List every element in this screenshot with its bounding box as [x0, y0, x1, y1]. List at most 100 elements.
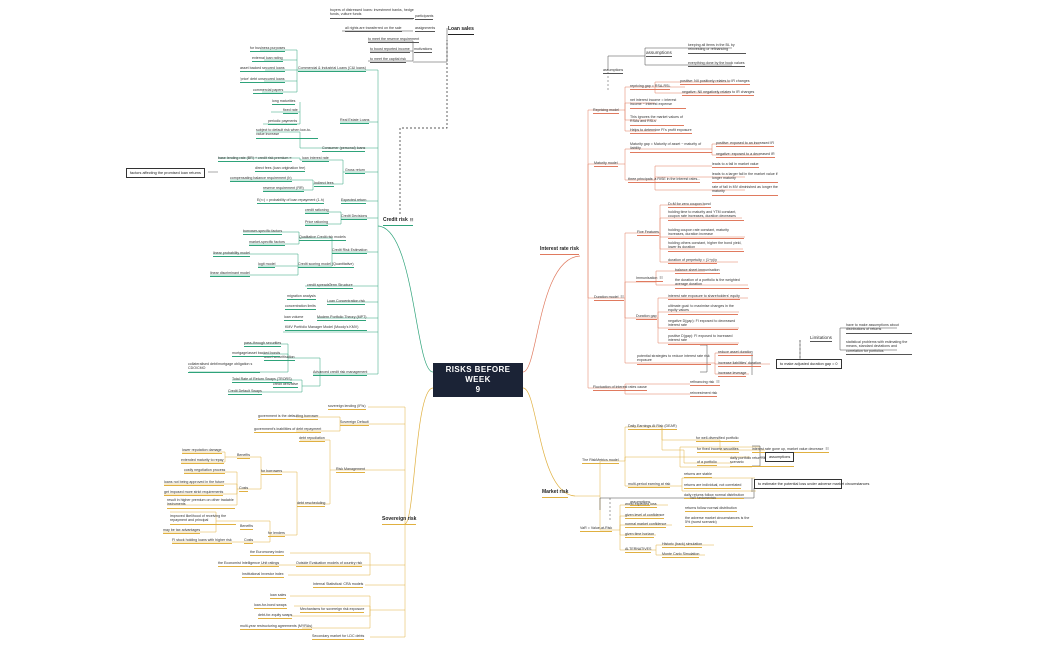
helps-node[interactable]: Helps to determine FI's profit exposure [630, 128, 692, 135]
alternative-item[interactable]: Historic (back) simulation [662, 542, 703, 549]
assignments-node[interactable]: assignments [415, 26, 436, 33]
var-item[interactable]: given time horizon [625, 532, 655, 539]
credit-deriv-node[interactable]: credit derivative [273, 382, 299, 389]
portfolio-node[interactable]: of a portfolio [697, 460, 717, 467]
mortgage-backed-node[interactable]: mortgage/asset backed bonds [232, 351, 281, 358]
borrower-cost-item[interactable]: costly negotiation process [184, 468, 226, 475]
strategy-item[interactable]: reduce asset duration [718, 350, 753, 357]
principal-item[interactable]: leads to a fall in market value [712, 162, 759, 169]
iii-node[interactable]: Institutional Investor index [242, 572, 284, 579]
qualitative-node[interactable]: Qualitative Credit risk models [299, 235, 346, 242]
secondary-market-node[interactable]: Secondary market for LDC debts [312, 634, 365, 641]
feature-item[interactable]: holding coupon rate constant, maturity i… [668, 228, 744, 239]
assumption-item[interactable]: everything done by the book values [688, 61, 745, 68]
multi-period-node[interactable]: multi-period earning at risk [628, 482, 671, 489]
motivation-item[interactable]: to meet the capital risk [370, 57, 406, 64]
gov-inability-node[interactable]: government's inabilities of debt repayme… [254, 427, 322, 434]
alternative-item[interactable]: Monte Carlo Simulation [662, 552, 700, 559]
ci-item[interactable]: 'price' debt unsecured loans [240, 77, 285, 84]
borrower-costs-node[interactable]: Costs [239, 486, 249, 493]
feature-item[interactable]: duration of perpetuity = (1+y)/y [668, 258, 717, 265]
branch-loan-sales[interactable]: Loan sales [448, 26, 474, 35]
lender-benefit-item[interactable]: improved likelihood of receiving the rep… [170, 514, 236, 525]
mp-item[interactable]: daily returns follow normal distribution [684, 493, 745, 500]
expected-formula-node[interactable]: E(r=) = probability of loan repayment (1… [257, 198, 324, 205]
duration-gap-node[interactable]: Duration gap [636, 314, 657, 321]
mpt-node[interactable]: Modern Portfolio Theory (MPT) [317, 315, 367, 322]
repricing-node[interactable]: Repricing model [593, 108, 619, 115]
for-borrowers-node[interactable]: for borrowers [261, 469, 283, 476]
migration-node[interactable]: migration analysis [287, 294, 316, 301]
logit-node[interactable]: logit model [258, 262, 276, 269]
dgap-item[interactable]: positive D(gap): FI exposed to increased… [668, 334, 738, 345]
var-node[interactable]: VaR = Value-at-Risk [580, 526, 613, 533]
reserve-req-node[interactable]: reserve requirement (RR) [263, 186, 304, 193]
debt-resched-node[interactable]: debt rescheduling [297, 501, 326, 508]
riskmetrics-node[interactable]: The RiskMetrics model [582, 458, 619, 465]
expected-return-node[interactable]: Expected return [341, 198, 367, 205]
kmv-node[interactable]: KMV Portfolio Manager Model (Moody's KMV… [285, 325, 367, 332]
assumptions-head[interactable]: assumptions [646, 50, 672, 58]
repricing-gap-negative[interactable]: negative: NII negatively relates to IR c… [682, 90, 755, 97]
outside-eval-node[interactable]: Outside Evaluation models of country ris… [296, 561, 363, 568]
participants-desc[interactable]: buyers of distressed loans: investment b… [330, 8, 414, 19]
adjusted-duration-box[interactable]: to make adjusted duration gap = 0 [776, 359, 842, 369]
risk-mgmt-node[interactable]: Risk Management [336, 467, 365, 474]
refinancing-node[interactable]: refinancing risk☷ [690, 379, 720, 387]
ci-item[interactable]: commercial papers [253, 88, 284, 95]
sovereign-lending-node[interactable]: sovereign lending (IFIs) [328, 404, 366, 411]
duration-node[interactable]: Duration model☷ [594, 294, 624, 302]
principal-item[interactable]: leads to a larger fall in the market val… [712, 172, 778, 183]
dgap-item[interactable]: interest rate exposure to shareholders' … [668, 294, 740, 301]
as-item[interactable]: the adverse market circumstances is the … [685, 516, 753, 527]
concentration-node[interactable]: concentration limits [285, 304, 316, 311]
principal-item[interactable]: rate of fall in MV diminished as longer … [712, 185, 778, 196]
var-item[interactable]: normal market confidence [625, 522, 667, 529]
three-principals-node[interactable]: three principals: a RISE in the interest… [628, 177, 701, 184]
ignores-node[interactable]: This ignores the market values of RSAs a… [630, 115, 684, 126]
mechanism-item[interactable]: loan-for-bond swaps [254, 603, 287, 610]
feature-item[interactable]: holding others constant, higher the bond… [668, 241, 744, 252]
price-rationing-node[interactable]: Price rationing [305, 220, 328, 227]
consumer-loans-node[interactable]: Consumer (personal) loans [322, 146, 366, 153]
credit-scoring-node[interactable]: Credit scoring model (Quantitative) [298, 262, 354, 269]
nii-node[interactable]: net interest income = interest income − … [630, 98, 686, 109]
motivation-item[interactable]: to meet the reserve requirement [368, 37, 420, 44]
euromoney-node[interactable]: the Euromoney index [250, 550, 284, 557]
cds-node[interactable]: Credit Default Swaps [228, 389, 262, 396]
mat-positive-node[interactable]: positive: exposed to an increased IR [716, 141, 774, 148]
borrower-cost-item[interactable]: loans not being approved in the future [164, 480, 225, 487]
strategy-item[interactable]: increase leverage [718, 371, 747, 378]
dgap-item[interactable]: ultimate goal: to maximise changes in th… [668, 304, 738, 315]
limitation-item[interactable]: statistical problems with estimating the… [846, 340, 912, 355]
comp-balance-node[interactable]: compensating balance requirement (b) [230, 176, 292, 183]
var-item[interactable]: given level of confidence [625, 513, 665, 520]
borrower-factors-node[interactable]: borrower-specific factors [243, 229, 283, 236]
loan-volume-node[interactable]: loan volume [284, 315, 304, 322]
re-loans-node[interactable]: Real Estate Loans [340, 118, 370, 125]
lender-benefits-node[interactable]: Benefits [240, 524, 253, 531]
immunisation-item[interactable]: the duration of a portfolio is the weigh… [675, 278, 749, 289]
alternatives-node[interactable]: ALTERNATIVES [625, 547, 652, 554]
dear-node[interactable]: Daily Earnings At Risk (DEAR) [628, 424, 677, 431]
base-lending-node[interactable]: base lending rate (BR) + credit risk pre… [218, 156, 292, 163]
borrower-benefits-node[interactable]: Benefits [237, 453, 250, 460]
pass-through-node[interactable]: pass-through securities [244, 341, 282, 348]
gov-default-node[interactable]: government is the defaulting borrower [258, 414, 319, 421]
cre-node[interactable]: Credit Risk Estimation [332, 248, 368, 255]
well-diversified-node[interactable]: for well-diversified portfolio [696, 436, 739, 443]
motivations-node[interactable]: motivations [414, 47, 433, 54]
limitation-item[interactable]: have to make assumptions about distribut… [846, 323, 912, 334]
market-factors-node[interactable]: market-specific factors [249, 240, 285, 247]
lender-cost-item[interactable]: FI stuck holding loans with higher risk [172, 538, 232, 545]
lender-costs-node[interactable]: Costs [244, 538, 254, 545]
gross-return-node[interactable]: Gross return [345, 168, 365, 175]
borrower-benefit-item[interactable]: lower reputation damage [182, 448, 222, 455]
participants-node[interactable]: participants [415, 14, 434, 21]
immunisation-item[interactable]: balance sheet immunisation [675, 268, 720, 275]
maturity-node[interactable]: Maturity model [594, 161, 618, 168]
motivation-item[interactable]: to boost reported income [370, 47, 410, 54]
loan-conc-node[interactable]: Loan Concentration risk [327, 299, 365, 306]
ci-item[interactable]: for business purposes [250, 46, 286, 53]
